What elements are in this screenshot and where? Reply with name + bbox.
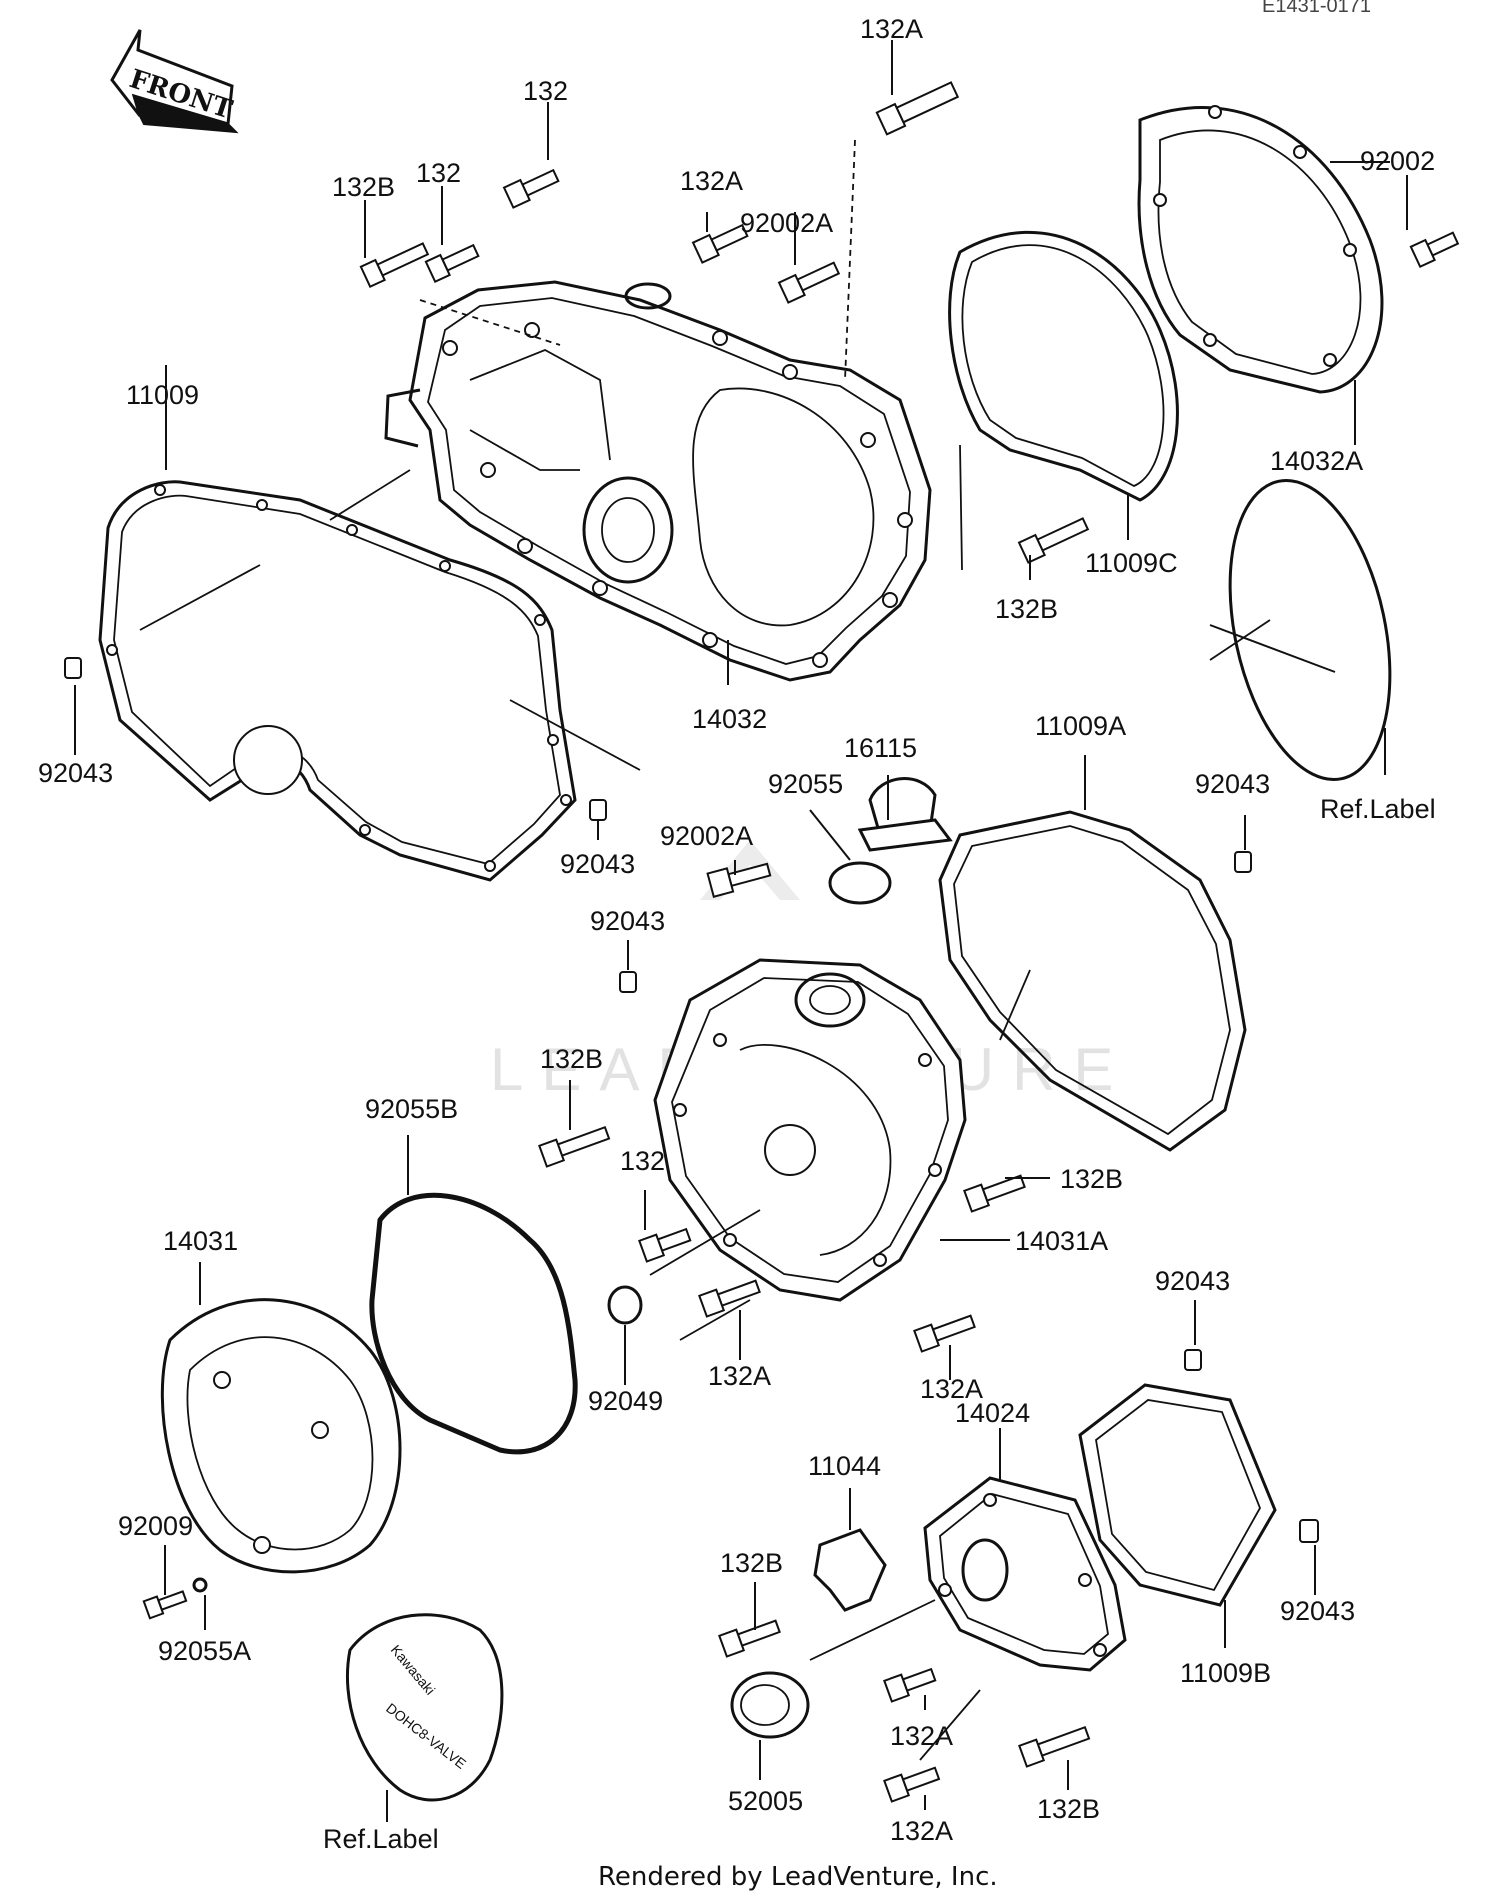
cover-14031 xyxy=(160,1298,402,1574)
diagram-code: E1431-0171 xyxy=(1262,0,1371,17)
bracket-11044 xyxy=(813,1528,887,1612)
callout-92043: 92043 xyxy=(38,758,113,788)
callout-132A: 132A xyxy=(890,1816,953,1846)
callout-92049: 92049 xyxy=(588,1386,663,1416)
callout-14032A: 14032A xyxy=(1270,446,1363,476)
callout-132: 132 xyxy=(523,76,568,106)
credit-text: Rendered by LeadVenture, Inc. xyxy=(598,1862,998,1892)
callout-132B: 132B xyxy=(332,172,395,202)
callout-132B: 132B xyxy=(1037,1794,1100,1824)
ref-label-decal: Kawasaki DOHC8-VALVE xyxy=(345,1613,504,1802)
callout-16115: 16115 xyxy=(844,733,917,763)
o-ring-92055B xyxy=(369,1192,578,1455)
callout-52005: 52005 xyxy=(728,1786,803,1816)
callout-132A: 132A xyxy=(708,1361,771,1391)
callout-132B: 132B xyxy=(1060,1164,1123,1194)
callout-11044: 11044 xyxy=(808,1451,881,1481)
callout-92043: 92043 xyxy=(1280,1596,1355,1626)
callout-14031A: 14031A xyxy=(1015,1226,1108,1256)
callout-132: 132 xyxy=(620,1146,665,1176)
leader-lines xyxy=(74,40,1408,1822)
callout-132B: 132B xyxy=(995,594,1058,624)
callout-14032: 14032 xyxy=(692,704,767,734)
ref-label-top xyxy=(1228,479,1392,781)
front-arrow-icon: FRONT xyxy=(110,29,239,134)
callout-132A: 132A xyxy=(890,1721,953,1751)
o-ring-92055 xyxy=(828,861,892,905)
gasket-11009C xyxy=(948,231,1179,502)
callout-92043: 92043 xyxy=(590,906,665,936)
callout-labels: 132A 132 132B 132 132A 92002A 92002 1100… xyxy=(38,14,1436,1854)
callout-ref-label: Ref.Label xyxy=(1320,794,1436,824)
bolts xyxy=(142,81,1460,1803)
oil-filler-cap-16115 xyxy=(857,777,953,852)
cover-14024 xyxy=(923,1476,1127,1672)
cover-14031A xyxy=(653,958,967,1302)
callout-132A: 132A xyxy=(860,14,923,44)
callout-132B: 132B xyxy=(540,1044,603,1074)
callout-14024: 14024 xyxy=(955,1398,1030,1428)
callout-11009B: 11009B xyxy=(1180,1658,1271,1688)
gasket-11009-holes xyxy=(106,484,572,872)
oil-seal-92049 xyxy=(607,1285,643,1325)
callout-92055A: 92055A xyxy=(158,1636,251,1666)
callout-11009A: 11009A xyxy=(1035,711,1126,741)
callout-11009C: 11009C xyxy=(1085,548,1178,578)
washer-92055A xyxy=(192,1577,208,1593)
dowel-pins xyxy=(64,657,1319,1543)
callout-132A: 132A xyxy=(920,1374,983,1404)
callout-132B: 132B xyxy=(720,1548,783,1578)
callout-92002A: 92002A xyxy=(740,208,833,238)
callout-92055B: 92055B xyxy=(365,1094,458,1124)
gasket-11009B xyxy=(1078,1383,1277,1607)
callout-92043: 92043 xyxy=(560,849,635,879)
gasket-11009A xyxy=(938,810,1247,1152)
callout-132: 132 xyxy=(416,158,461,188)
cover-14032A xyxy=(1137,105,1384,394)
callout-ref-label: Ref.Label xyxy=(323,1824,439,1854)
callout-11009: 11009 xyxy=(126,380,199,410)
callout-92002: 92002 xyxy=(1360,146,1435,176)
callout-92043: 92043 xyxy=(1195,769,1270,799)
callout-132A: 132A xyxy=(680,166,743,196)
callout-92002A: 92002A xyxy=(660,821,753,851)
callout-92055: 92055 xyxy=(768,769,843,799)
oil-seal-52005 xyxy=(730,1671,810,1739)
callout-14031: 14031 xyxy=(163,1226,238,1256)
callout-92009: 92009 xyxy=(118,1511,193,1541)
callout-92043: 92043 xyxy=(1155,1266,1230,1296)
clutch-cover-14032 xyxy=(384,280,932,682)
